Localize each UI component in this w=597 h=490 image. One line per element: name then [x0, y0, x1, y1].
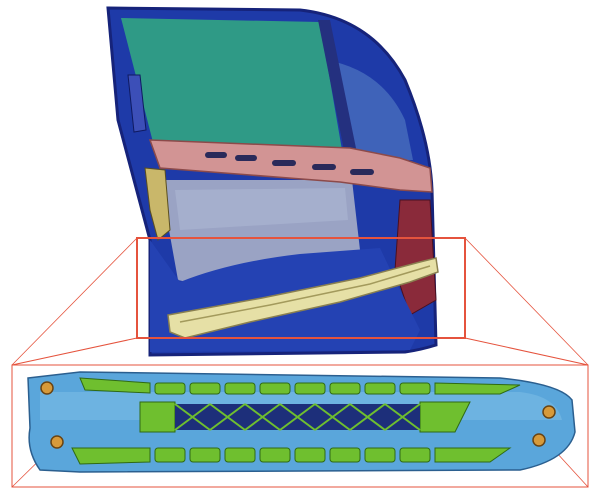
detail-lower-ribs [71, 447, 512, 465]
bolt-hole-left-bottom [50, 435, 64, 449]
hinge-bracket [144, 167, 171, 241]
beam-ridge [179, 265, 431, 323]
callout-line-left-top [11, 237, 138, 366]
callout-line-right-top [464, 237, 589, 366]
window-glass-front [121, 18, 342, 150]
hinge-upper [127, 74, 147, 133]
detail-truss-panels [139, 401, 471, 433]
cross-bar-slots [205, 152, 374, 175]
bolt-hole-left-top [40, 381, 54, 395]
callout-box-upper [136, 237, 466, 339]
callout-line-left [11, 337, 138, 366]
detail-upper-ribs [79, 377, 521, 395]
beam-detail-view [27, 371, 576, 473]
window-pillar [318, 20, 360, 170]
truss-x-pattern [174, 403, 421, 431]
car-door [106, 6, 439, 357]
latch-mechanism [394, 199, 437, 316]
glass-reflection [175, 188, 348, 230]
bolt-hole-right-top [542, 405, 556, 419]
callout-line-right [464, 337, 589, 366]
bolt-hole-right-bottom [532, 433, 546, 447]
bolt-holes [40, 381, 556, 449]
callout-box-lower [11, 364, 589, 488]
